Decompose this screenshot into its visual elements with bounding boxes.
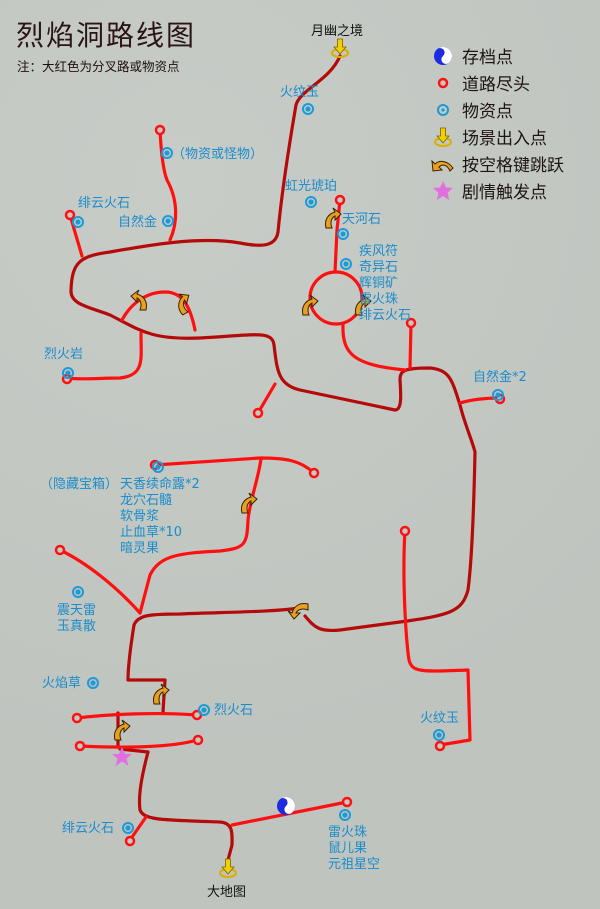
item-point-icon	[161, 147, 173, 159]
road-end-icon	[405, 317, 417, 329]
item-label: 软骨浆	[120, 509, 160, 524]
item-label: 元祖星空	[328, 857, 381, 872]
item-label: 奇异石	[359, 260, 399, 275]
item-label: 虹光琥珀	[285, 179, 338, 194]
yin-yang-icon	[428, 45, 458, 67]
item-point-icon	[162, 215, 174, 227]
legend-label: 存档点	[462, 48, 513, 68]
item-label: 暗灵果	[120, 541, 160, 556]
legend-road-end: 道路尽头	[428, 69, 564, 96]
legend-label: 剧情触发点	[462, 183, 547, 203]
item-label: 绯云火石	[62, 821, 115, 836]
item-point-icon	[72, 216, 84, 228]
item-point-icon	[152, 461, 164, 473]
blue-target-icon	[428, 99, 458, 121]
legend-label: 物资点	[462, 102, 513, 122]
item-list: 雷火珠 鼠儿果 元祖星空	[328, 825, 380, 873]
item-label: 自然金	[118, 215, 158, 230]
road-end-icon	[399, 525, 411, 537]
road-end-icon	[341, 796, 353, 808]
item-label: 自然金*2	[473, 370, 527, 385]
road-end-icon	[71, 712, 83, 724]
item-label: 龙穴石髓	[120, 493, 173, 508]
item-markers	[62, 103, 504, 834]
legend: 存档点 道路尽头 物资点 场景出入点 按空格键跳跃 剧情触发点	[428, 42, 564, 204]
item-point-icon	[198, 704, 210, 716]
item-label: 火纹玉	[420, 711, 460, 726]
road-end-icon	[308, 467, 320, 479]
item-point-icon	[302, 103, 314, 115]
item-point-icon	[87, 677, 99, 689]
legend-item-point: 物资点	[428, 96, 564, 123]
save-point-icon[interactable]	[277, 793, 299, 815]
item-point-icon	[339, 809, 351, 821]
item-point-icon	[122, 822, 134, 834]
star-icon	[428, 180, 458, 202]
item-label: 烈火岩	[44, 347, 84, 362]
main-route-top	[69, 54, 477, 633]
legend-label: 道路尽头	[462, 75, 530, 95]
road-end-icon	[252, 407, 264, 419]
item-label: （物资或怪物）	[172, 147, 264, 162]
item-label: 烈火石	[214, 703, 254, 718]
exit-bottom-label: 大地图	[207, 885, 247, 900]
item-label: 雷火珠	[359, 292, 399, 307]
item-label: 辉铜矿	[359, 276, 399, 291]
item-label: 绯云火石	[78, 196, 131, 211]
item-label: 鼠儿果	[328, 841, 368, 856]
road-end-icon	[192, 734, 204, 746]
legend-label: 按空格键跳跃	[462, 156, 564, 176]
item-label: 玉真散	[57, 619, 97, 634]
item-list: 疾风符 奇异石 辉铜矿 雷火珠 绯云火石	[359, 244, 411, 324]
road-end-icon	[54, 544, 66, 556]
road-end-icon	[154, 124, 166, 136]
road-end-icon	[124, 835, 136, 847]
curved-arrow-icon	[428, 153, 458, 175]
item-point-icon	[433, 729, 445, 741]
exit-top-label: 月幽之境	[311, 24, 364, 39]
item-label: 止血草*10	[120, 525, 183, 540]
item-list: 天香续命露*2 龙穴石髓 软骨浆 止血草*10 暗灵果	[120, 477, 200, 557]
legend-jump: 按空格键跳跃	[428, 150, 564, 177]
legend-event: 剧情触发点	[428, 177, 564, 204]
road-end-icon	[74, 740, 86, 752]
item-point-icon	[340, 258, 352, 270]
red-ring-icon	[428, 72, 458, 94]
legend-label: 场景出入点	[462, 129, 547, 149]
item-label: 火焰草	[42, 676, 82, 691]
legend-exit: 场景出入点	[428, 123, 564, 150]
exit-top-icon[interactable]	[331, 38, 349, 58]
jump-arrow-icon	[152, 683, 170, 705]
down-arrow-ring-icon	[428, 126, 458, 148]
item-label: 天河石	[342, 212, 382, 227]
legend-save-point: 存档点	[428, 42, 564, 69]
item-label: 雷火珠	[328, 825, 368, 840]
item-label: 天香续命露*2	[120, 477, 200, 492]
item-label: （隐藏宝箱）	[40, 477, 119, 492]
road-end-icon	[334, 194, 346, 206]
event-star-icon	[112, 747, 132, 766]
item-label: 震天雷	[57, 603, 97, 618]
item-point-icon	[305, 196, 317, 208]
item-label: 疾风符	[359, 244, 399, 259]
page-title: 烈焰洞路线图	[16, 19, 197, 52]
item-label: 火纹玉	[280, 85, 320, 100]
map-note: 注：大红色为分叉路或物资点	[17, 59, 180, 74]
road-end-icon	[434, 740, 446, 752]
main-route-mid	[126, 606, 302, 714]
item-point-icon	[337, 228, 349, 240]
exit-bottom-icon[interactable]	[219, 858, 237, 878]
item-list: 震天雷 玉真散	[57, 603, 96, 635]
item-point-icon	[492, 389, 504, 401]
item-point-icon	[72, 586, 84, 598]
item-point-icon	[62, 367, 74, 379]
item-label: 绯云火石	[359, 308, 412, 323]
road-end-markers	[54, 124, 506, 847]
road-end-icon	[64, 209, 76, 221]
main-route-bottom	[118, 747, 234, 862]
